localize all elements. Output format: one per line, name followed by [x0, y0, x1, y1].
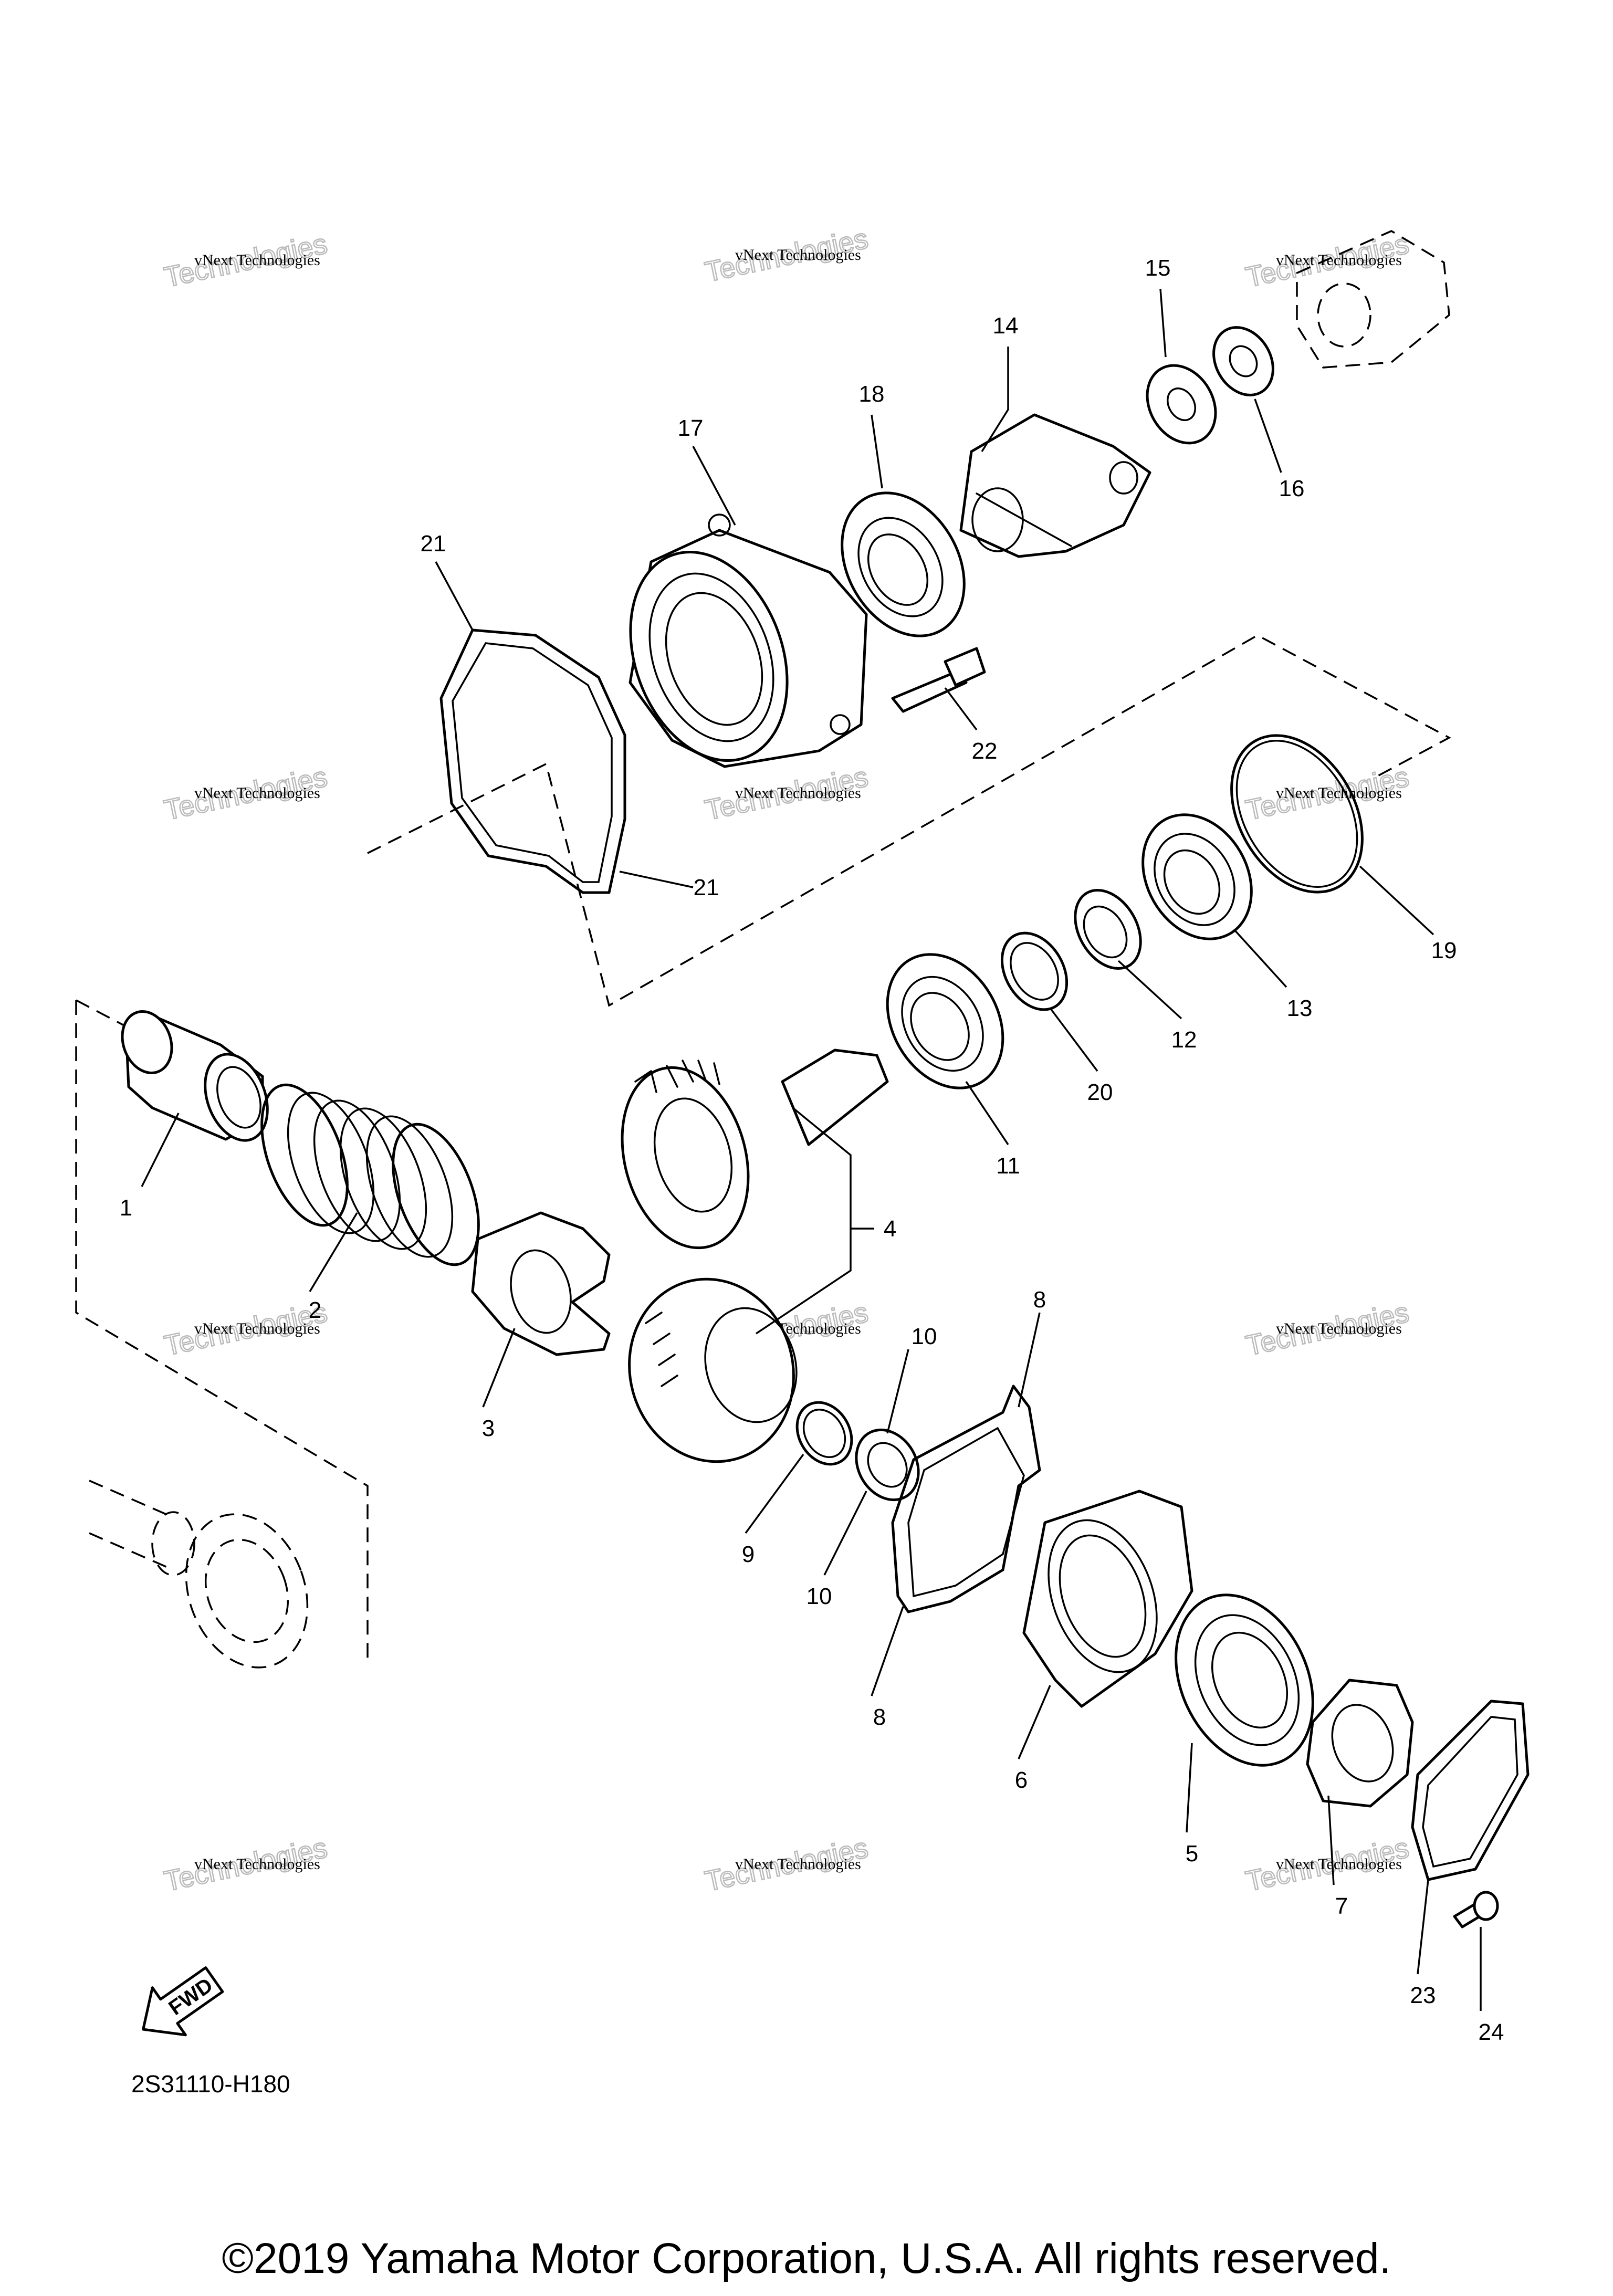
callout-21-bottom: 21: [694, 875, 719, 900]
part-shaft-bearing: [89, 1480, 309, 1669]
watermark: Technologies vNext Technologies: [701, 222, 871, 289]
callout-1: 1: [120, 1195, 132, 1221]
part-circlip-9: [795, 1401, 853, 1466]
svg-text:vNext Technologies: vNext Technologies: [1276, 1320, 1402, 1337]
svg-text:vNext Technologies: vNext Technologies: [194, 784, 320, 802]
svg-text:vNext Technologies: vNext Technologies: [735, 1855, 861, 1873]
watermark: Technologies vNext Technologies: [701, 760, 871, 827]
callout-10-top: 10: [912, 1324, 937, 1349]
part-gasket-21: [439, 628, 626, 894]
callout-17: 17: [678, 415, 704, 441]
part-spring-2: [260, 1083, 480, 1266]
copyright-notice: ©2019 Yamaha Motor Corporation, U.S.A. A…: [222, 2235, 1391, 2282]
part-collar-1: [121, 1010, 269, 1142]
part-oil-seal-18: [841, 491, 966, 637]
part-yoke-3: [471, 1211, 611, 1356]
part-collar-10: [855, 1428, 920, 1502]
callout-7: 7: [1335, 1893, 1348, 1919]
fwd-arrow: FWD: [142, 1966, 224, 2037]
callout-8-bottom: 8: [873, 1704, 886, 1730]
part-bolt-22: [891, 647, 986, 713]
watermark: Technologies vNext Technologies: [161, 227, 330, 294]
callout-numbers: 15 16 14 18 17 21 21 22 19 13 12 20 11 4…: [120, 255, 1504, 2045]
callout-23: 23: [1410, 1983, 1436, 2008]
watermark: Technologies vNext Technologies: [161, 760, 330, 827]
callout-10-bottom: 10: [806, 1584, 832, 1609]
assembly-outlines: [75, 634, 1451, 1664]
svg-text:vNext Technologies: vNext Technologies: [1276, 784, 1402, 802]
svg-text:vNext Technologies: vNext Technologies: [194, 1855, 320, 1873]
part-collar-12: [1074, 888, 1142, 970]
svg-text:vNext Technologies: vNext Technologies: [735, 246, 861, 264]
callout-2: 2: [309, 1297, 321, 1323]
watermark: Technologies vNext Technologies: [1242, 1831, 1412, 1898]
part-bearing-5: [1175, 1593, 1314, 1767]
callout-14: 14: [993, 313, 1019, 339]
svg-text:vNext Technologies: vNext Technologies: [194, 251, 320, 269]
part-universal-joint: [1296, 230, 1450, 369]
callout-4: 4: [884, 1216, 896, 1242]
callout-12: 12: [1171, 1027, 1197, 1053]
part-gasket-23: [1411, 1700, 1530, 1881]
part-nut-16: [1212, 326, 1274, 396]
diagram-code: 2S31110-H180: [131, 2070, 290, 2098]
callout-19: 19: [1431, 938, 1457, 963]
callout-16: 16: [1279, 476, 1305, 501]
callout-20: 20: [1087, 1079, 1113, 1105]
watermark: Technologies vNext Technologies: [701, 1831, 871, 1898]
part-shim-20: [1000, 931, 1069, 1011]
part-gear-set-4: [621, 1049, 889, 1463]
callout-9: 9: [742, 1542, 755, 1567]
watermark: Technologies vNext Technologies: [1242, 1296, 1412, 1362]
callout-24: 24: [1479, 2019, 1504, 2045]
callout-6: 6: [1015, 1767, 1028, 1793]
callout-22: 22: [972, 738, 998, 764]
svg-text:vNext Technologies: vNext Technologies: [1276, 1855, 1402, 1873]
part-cover-6: [1022, 1490, 1193, 1708]
part-bearing-11: [886, 953, 1004, 1089]
part-nut-7: [1306, 1679, 1414, 1808]
part-bearing-13: [1141, 813, 1253, 940]
watermark: Technologies vNext Technologies: [161, 1296, 330, 1362]
callout-3: 3: [482, 1416, 495, 1441]
watermark: Technologies vNext Technologies: [1242, 227, 1412, 294]
part-o-ring-19: [1230, 734, 1364, 894]
callout-21-top: 21: [421, 531, 446, 557]
svg-text:vNext Technologies: vNext Technologies: [194, 1320, 320, 1337]
part-screw-24: [1453, 1891, 1499, 1928]
callout-15: 15: [1145, 255, 1171, 281]
callout-13: 13: [1287, 995, 1313, 1021]
left-outline-tick: [76, 999, 127, 1028]
callout-5: 5: [1186, 1841, 1198, 1867]
part-yoke-14: [959, 413, 1151, 558]
upper-assembly-outline: [367, 634, 1451, 1007]
svg-text:vNext Technologies: vNext Technologies: [735, 784, 861, 802]
callout-11: 11: [996, 1153, 1020, 1179]
part-shim-8: [891, 1385, 1041, 1613]
part-housing-17: [629, 513, 868, 768]
svg-text:vNext Technologies: vNext Technologies: [1276, 251, 1402, 269]
watermark: Technologies vNext Technologies: [161, 1831, 330, 1898]
part-washer-15: [1146, 364, 1217, 445]
left-assembly-outline: [75, 1000, 369, 1664]
callout-8-top: 8: [1033, 1287, 1046, 1313]
leader-lines: [141, 288, 1482, 2011]
callout-18: 18: [859, 381, 885, 407]
